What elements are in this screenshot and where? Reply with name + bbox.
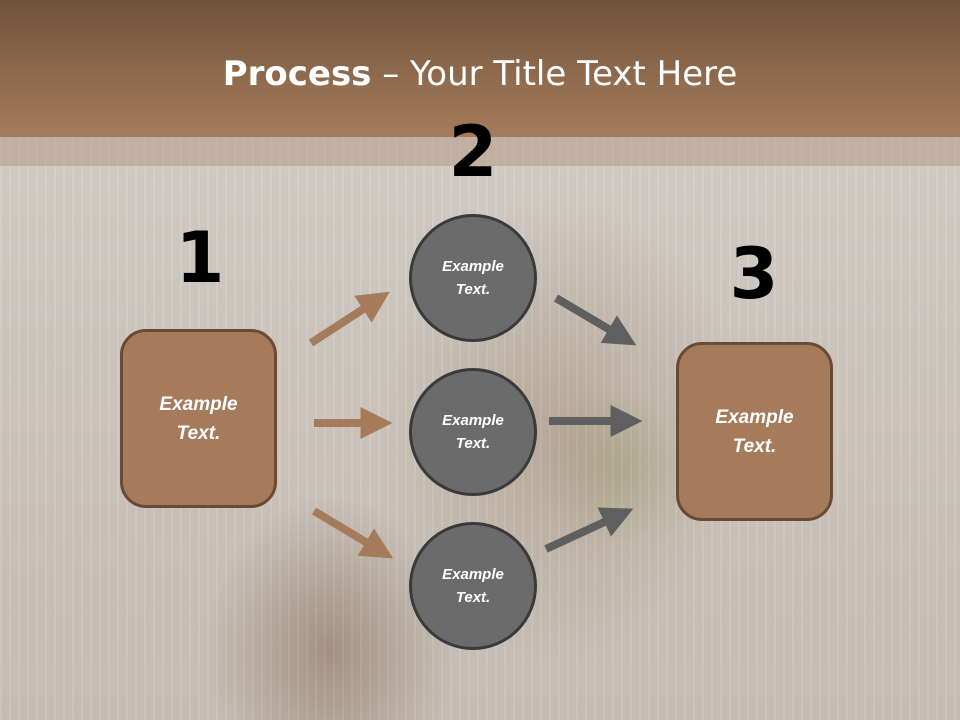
step-number-1: 1 bbox=[175, 217, 225, 299]
box-left-line2: Text. bbox=[176, 422, 221, 444]
header-bar bbox=[0, 0, 960, 137]
box-right-line2: Text. bbox=[732, 435, 777, 457]
arrow-bottom-to-right bbox=[544, 507, 634, 553]
circle-bottom-line1: Example bbox=[442, 566, 504, 583]
circle-middle-line2: Text. bbox=[455, 435, 491, 452]
header-strip bbox=[0, 137, 960, 166]
box-left-line1: Example bbox=[159, 393, 238, 415]
slide-title: Process – Your Title Text Here bbox=[0, 50, 960, 98]
step-number-2: 2 bbox=[448, 111, 498, 193]
circle-top-line1: Example bbox=[442, 258, 504, 275]
title-strong: Process bbox=[222, 54, 372, 94]
circle-middle-line1: Example bbox=[442, 412, 504, 429]
circle-bottom-line2: Text. bbox=[455, 589, 491, 606]
box-right-line1: Example bbox=[715, 406, 794, 428]
arrow-left-to-bottom bbox=[311, 507, 394, 559]
arrow-left-to-top bbox=[308, 291, 390, 347]
title-rest: – Your Title Text Here bbox=[371, 54, 738, 94]
step-number-3: 3 bbox=[729, 233, 779, 315]
circle-top-line2: Text. bbox=[455, 281, 491, 298]
arrow-top-to-right bbox=[553, 294, 637, 346]
